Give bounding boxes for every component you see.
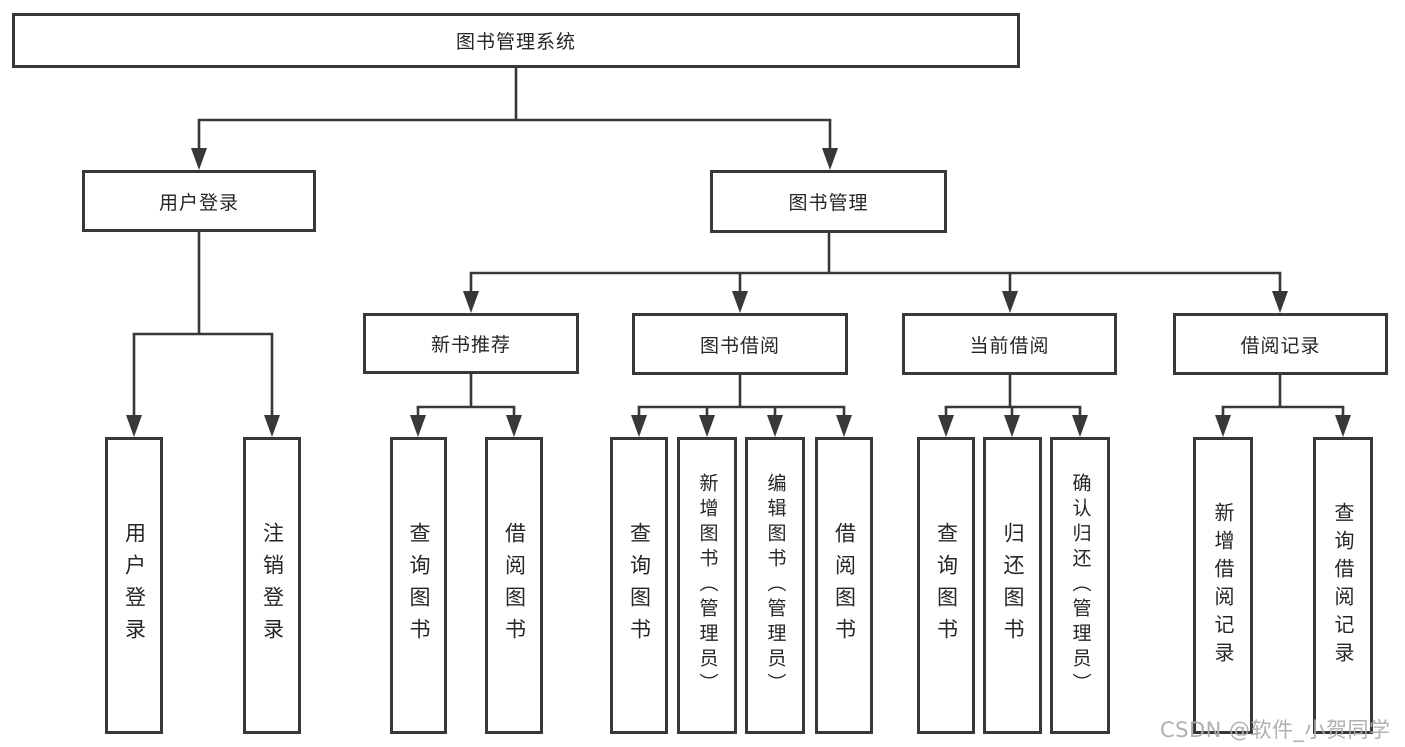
- node-book-management-label: 图书管理: [788, 192, 869, 214]
- node-book-borrow-label: 图书借阅: [699, 334, 780, 357]
- node-new-book-recommend: 新书推荐: [363, 313, 579, 374]
- leaf-user-login-label: 用户登录: [122, 521, 147, 650]
- leaf-query-borrow-record-label: 查询借阅记录: [1331, 501, 1355, 670]
- leaf-add-book-admin: 新增图书（管理员）: [677, 437, 737, 734]
- leaf-borrow-book-1-label: 借阅图书: [502, 521, 527, 650]
- node-borrow-records: 借阅记录: [1173, 313, 1388, 375]
- node-root: 图书管理系统: [12, 13, 1020, 68]
- leaf-query-book-2-label: 查询图书: [627, 521, 652, 650]
- csdn-watermark: CSDN @软件_小贺同学: [1160, 718, 1391, 742]
- leaf-borrow-book-1: 借阅图书: [485, 437, 543, 734]
- leaf-borrow-book-2: 借阅图书: [815, 437, 873, 734]
- node-root-label: 图书管理系统: [455, 31, 576, 53]
- leaf-add-borrow-record: 新增借阅记录: [1193, 437, 1253, 734]
- arrowheads: [126, 148, 1351, 437]
- node-book-borrow: 图书借阅: [632, 313, 848, 375]
- leaf-logout: 注销登录: [243, 437, 301, 734]
- leaf-add-book-admin-label: 新增图书（管理员）: [696, 473, 719, 698]
- leaf-confirm-return-admin: 确认归还（管理员）: [1050, 437, 1110, 734]
- leaf-edit-book-admin: 编辑图书（管理员）: [745, 437, 805, 734]
- leaf-query-book-2: 查询图书: [610, 437, 668, 734]
- leaf-query-borrow-record: 查询借阅记录: [1313, 437, 1373, 734]
- leaf-add-borrow-record-label: 新增借阅记录: [1211, 501, 1235, 670]
- leaf-return-book: 归还图书: [983, 437, 1042, 734]
- node-user-login-label: 用户登录: [158, 191, 239, 214]
- leaf-return-book-label: 归还图书: [1001, 521, 1025, 650]
- leaf-logout-label: 注销登录: [260, 521, 285, 650]
- node-book-management: 图书管理: [710, 170, 947, 233]
- node-current-borrow-label: 当前借阅: [969, 334, 1050, 357]
- leaf-query-book-1-label: 查询图书: [407, 521, 431, 650]
- leaf-borrow-book-2-label: 借阅图书: [832, 521, 857, 650]
- node-new-book-recommend-label: 新书推荐: [430, 334, 511, 356]
- node-user-login: 用户登录: [82, 170, 316, 232]
- node-borrow-records-label: 借阅记录: [1240, 334, 1321, 357]
- leaf-user-login: 用户登录: [105, 437, 163, 734]
- node-current-borrow: 当前借阅: [902, 313, 1117, 375]
- leaf-edit-book-admin-label: 编辑图书（管理员）: [764, 473, 787, 698]
- leaf-query-book-3: 查询图书: [917, 437, 975, 734]
- leaf-query-book-1: 查询图书: [390, 437, 447, 734]
- leaf-query-book-3-label: 查询图书: [934, 521, 959, 650]
- leaf-confirm-return-admin-label: 确认归还（管理员）: [1069, 473, 1092, 698]
